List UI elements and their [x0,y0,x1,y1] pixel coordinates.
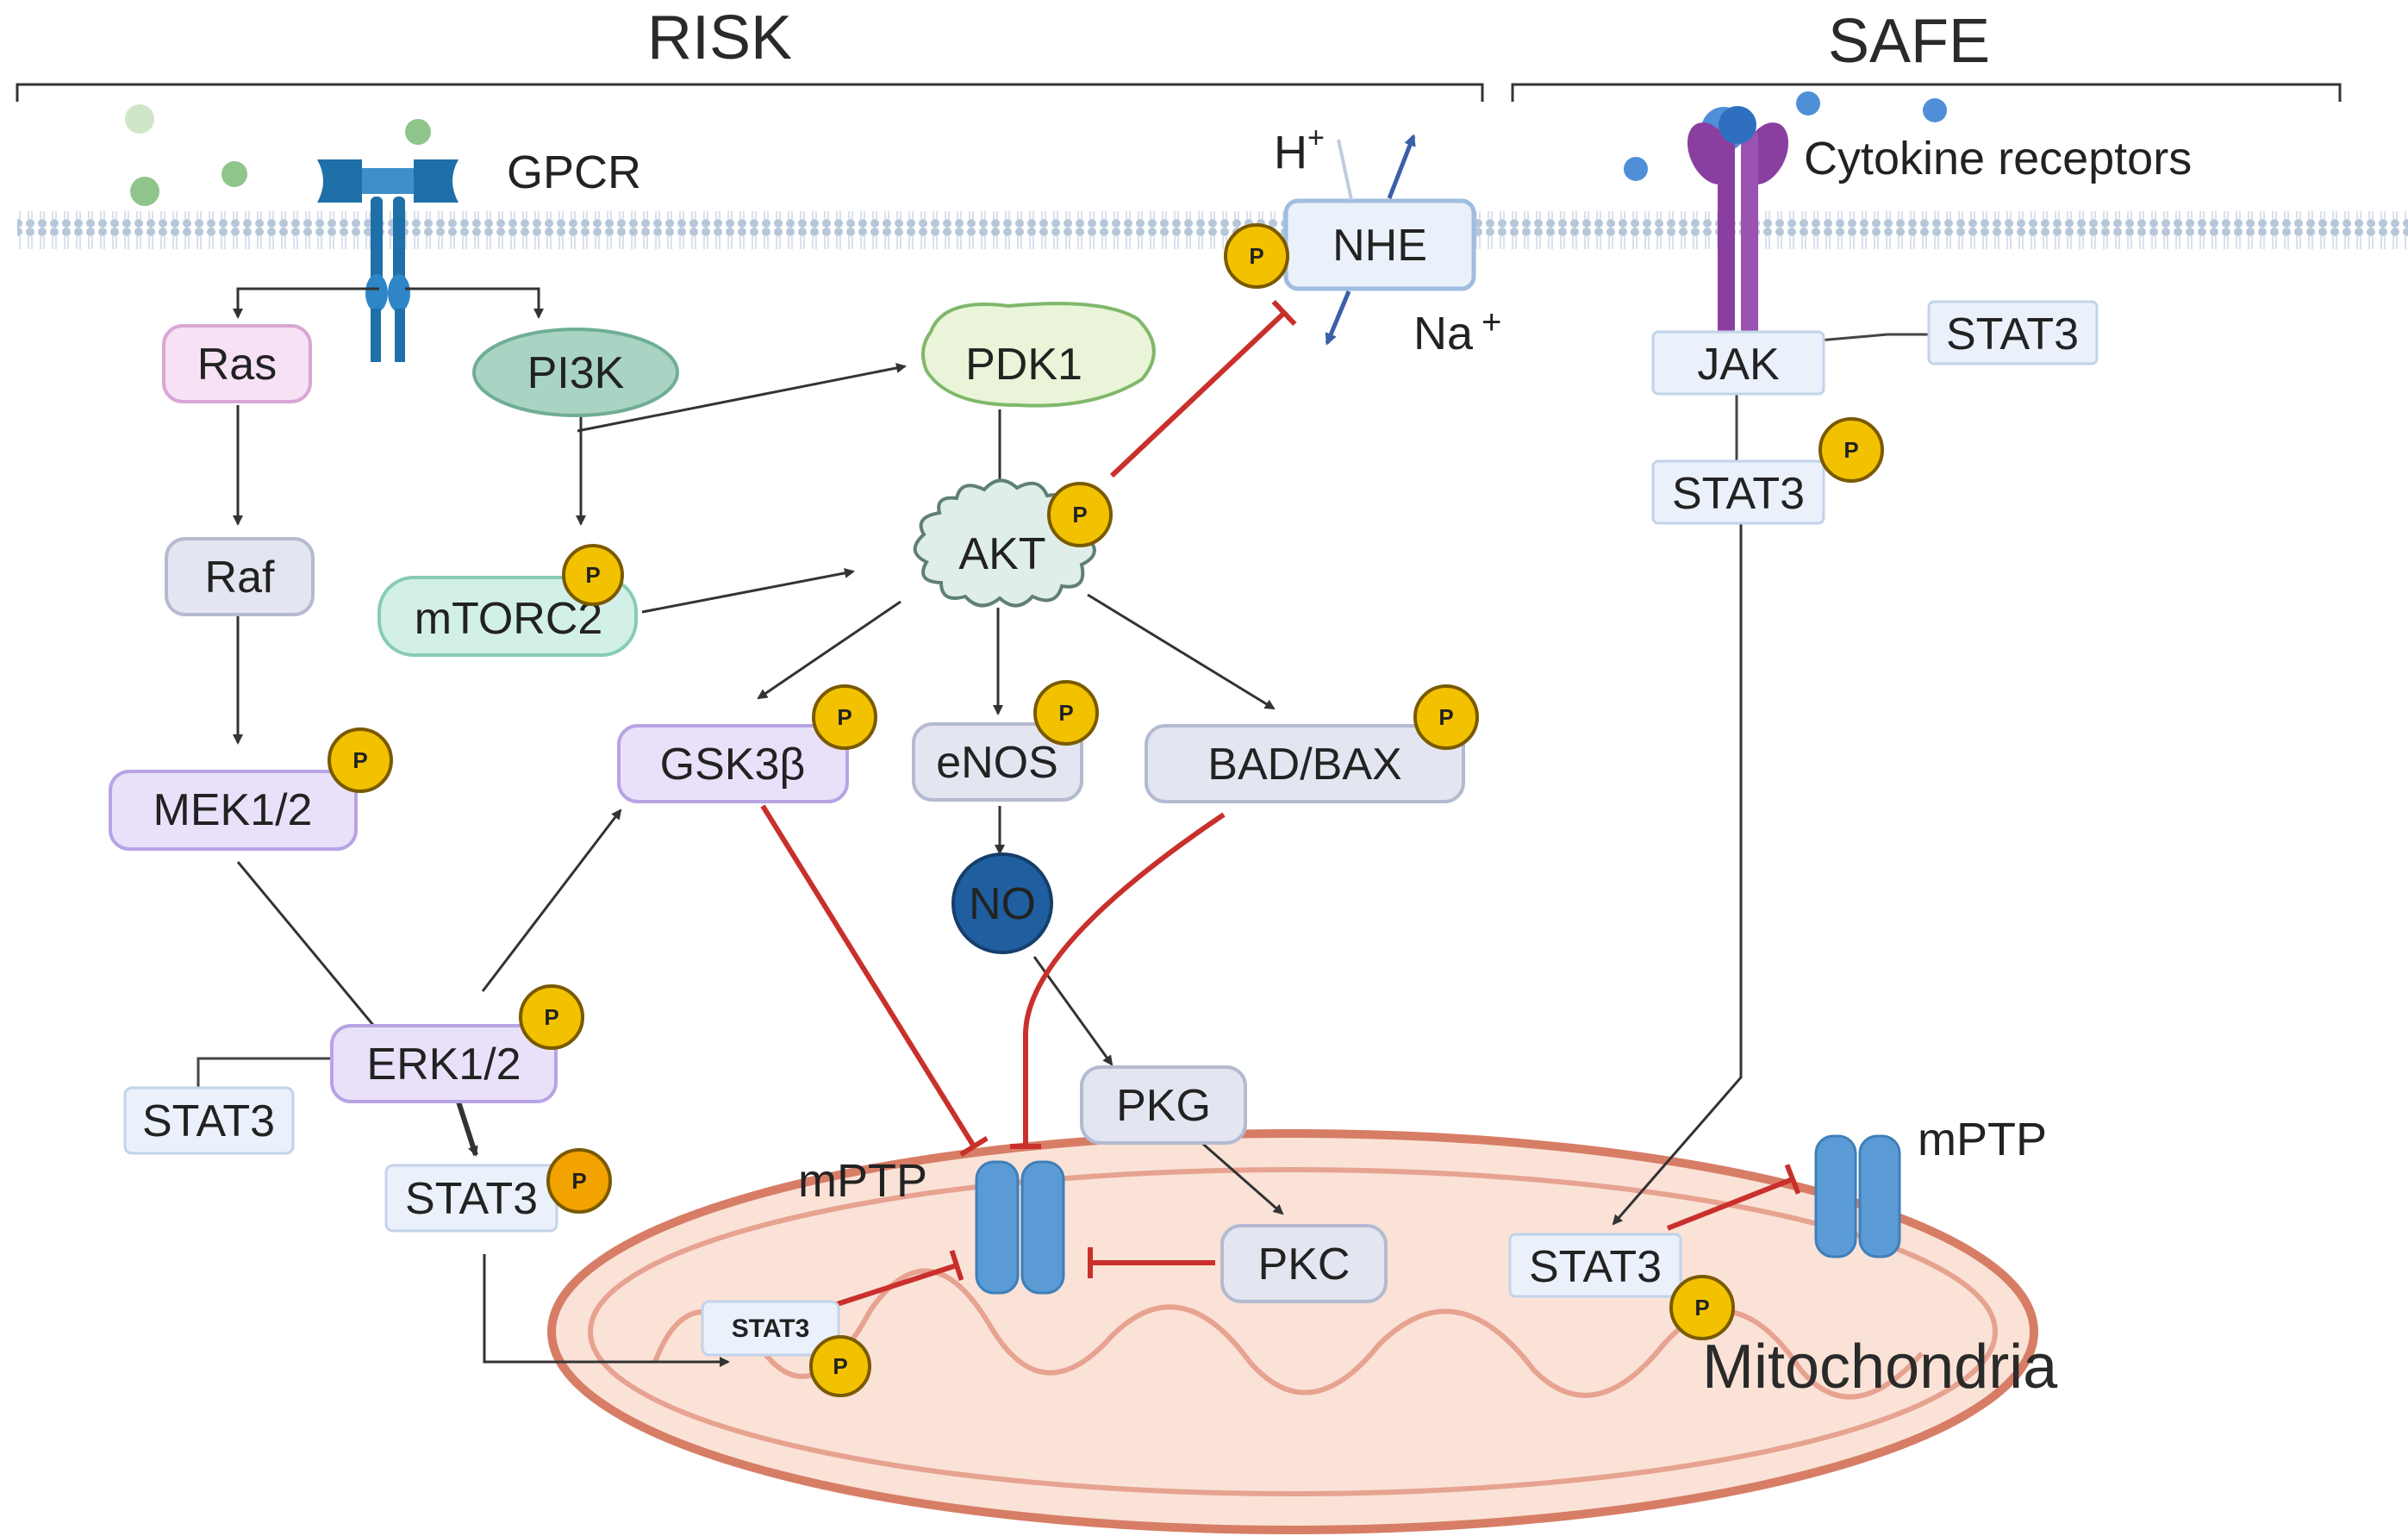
stat3-mito-left-label: STAT3 [732,1314,810,1343]
jak-node: JAK [1651,330,1825,396]
gsk3b-label: GSK3β [660,740,806,790]
pi3k-label: PI3K [527,348,625,398]
mek-node: MEK1/2 [109,770,358,851]
svg-text:P: P [1843,437,1858,463]
inhibition-lines [760,299,1801,1308]
phospho-stat3-erk-below-badge: P [546,1148,612,1214]
phospho-akt-badge: P [1047,482,1113,547]
proton-label: H+ [1274,122,1325,178]
phospho-gsk3b-badge: P [812,684,877,750]
phospho-enos-badge: P [1033,680,1099,746]
cell-membrane [17,211,2408,249]
mptp-left-label: mPTP [798,1155,927,1207]
stat3-erk-left-label: STAT3 [142,1096,275,1146]
pkg-label: PKG [1116,1081,1211,1131]
cytokine-receptor-icon [1624,91,1947,336]
svg-text:P: P [1249,243,1263,269]
ras-node: Ras [162,324,312,403]
activation-arrows [233,287,1743,1367]
akt-label: AKT [958,529,1045,579]
gpcr-ligands [125,104,431,206]
erk-label: ERK1/2 [366,1040,521,1090]
phospho-stat3-mito-left-badge: P [809,1335,871,1397]
no-node: NO [951,852,1053,954]
pkc-node: PKC [1220,1224,1388,1303]
stat3-mito-left-node: STAT3 [701,1300,840,1357]
phospho-mtorc2-badge: P [562,544,624,606]
phospho-nhe-badge: P [1224,223,1289,289]
phospho-erk-badge: P [519,984,584,1050]
mtorc2-label: mTORC2 [415,594,603,644]
nhe-proton-channel-line [1337,139,1353,201]
phospho-stat3-mito-right-badge: P [1669,1275,1735,1340]
cytokine-receptors-label: Cytokine receptors [1804,133,2192,184]
svg-text:P: P [1438,704,1453,730]
stat3-jak-right-node: STAT3 [1927,300,2099,365]
phospho-badbax-badge: P [1413,684,1479,750]
safe-section-header: SAFE [1511,7,2342,102]
stat3-jak-right-label: STAT3 [1946,309,2079,359]
svg-text:P: P [585,562,600,588]
phospho-mek-badge: P [328,727,393,793]
stat3-jak-below-node: STAT3 [1651,459,1825,525]
raf-node: Raf [165,537,315,616]
stat3-mito-right-node: STAT3 [1508,1233,1682,1298]
risk-title: RISK [647,3,792,72]
sodium-influx-arrow [1325,290,1351,346]
proton-efflux-arrow [1387,134,1416,199]
svg-text:P: P [833,1353,847,1379]
no-label: NO [969,879,1036,929]
stat3-erk-below-label: STAT3 [405,1174,538,1224]
svg-text:P: P [571,1168,586,1194]
svg-text:P: P [1694,1295,1709,1321]
pdk1-node: PDK1 [921,302,1156,408]
pkg-node: PKG [1080,1065,1247,1145]
svg-text:P: P [1072,502,1087,528]
mitochondria-label: Mitochondria [1702,1333,2058,1402]
svg-text:P: P [837,704,852,730]
jak-label: JAK [1697,340,1780,390]
pi3k-node: PI3K [472,328,679,417]
mek-label: MEK1/2 [153,785,313,835]
nhe-exchanger: NHE [1283,198,1476,291]
nhe-label: NHE [1332,221,1427,271]
gpcr-label: GPCR [507,147,641,198]
mptp-right-channel-icon [1814,1134,1901,1258]
enos-node: eNOS [912,722,1083,802]
mptp-right-label: mPTP [1918,1114,2047,1165]
svg-text:P: P [1058,700,1073,726]
stat3-mito-right-label: STAT3 [1529,1242,1662,1292]
pkc-label: PKC [1258,1239,1351,1289]
badbax-node: BAD/BAX [1145,724,1465,803]
association-lines [197,333,1931,1090]
svg-text:P: P [352,747,367,773]
svg-text:P: P [544,1004,558,1030]
badbax-label: BAD/BAX [1207,740,1401,790]
safe-title: SAFE [1828,7,1990,76]
raf-label: Raf [205,553,275,603]
gpcr-receptor-icon [317,159,459,362]
mptp-left-channel-icon [975,1160,1065,1295]
gsk3b-node: GSK3β [617,724,849,803]
stat3-erk-left-node: STAT3 [123,1086,295,1155]
stat3-erk-below-node: STAT3 [384,1164,558,1233]
risk-section-header: RISK [16,3,1484,102]
mitochondrion [547,1129,2038,1534]
pdk1-label: PDK1 [965,340,1082,390]
ras-label: Ras [197,340,277,390]
phospho-stat3-jak-below-badge: P [1818,417,1884,483]
erk-node: ERK1/2 [330,1024,558,1103]
enos-label: eNOS [936,738,1058,788]
sodium-label: Na+ [1413,303,1501,359]
stat3-jak-below-label: STAT3 [1672,469,1805,519]
